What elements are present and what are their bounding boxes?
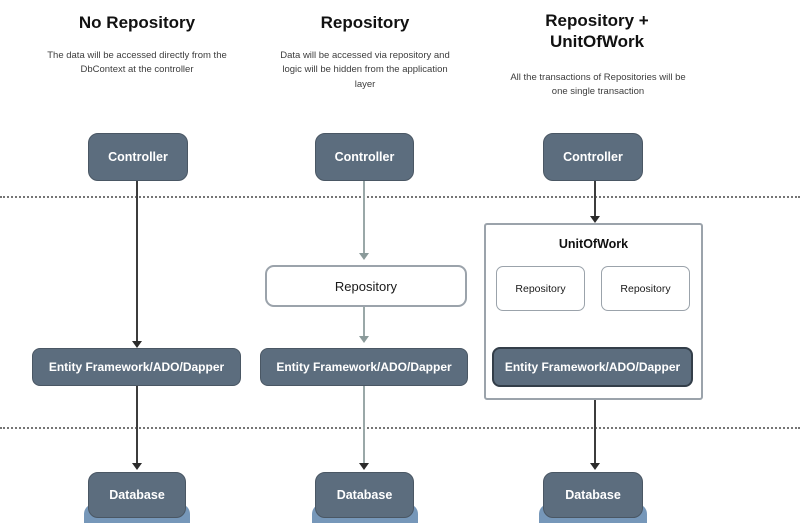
unitofwork-repository-left-node: Repository — [496, 266, 585, 311]
repository-dataaccess-to-database-arrow-line — [363, 386, 365, 463]
unitofwork-repository-right-node: Repository — [601, 266, 690, 311]
unitofwork-container-to-database-arrow-head — [590, 463, 600, 470]
unitofwork-database-node: Database — [543, 472, 643, 518]
unitofwork-controller-to-container-arrow-line — [594, 181, 596, 216]
repository-dataaccess-node: Entity Framework/ADO/Dapper — [260, 348, 468, 386]
repository-database-node: Database — [315, 472, 414, 518]
column-title-no-repository: No Repository — [78, 13, 196, 32]
repository-to-dataaccess-arrow-line — [363, 307, 365, 336]
unitofwork-controller-to-container-arrow-head — [590, 216, 600, 223]
unitofwork-dataaccess-node: Entity Framework/ADO/Dapper — [492, 347, 693, 387]
column-description-repository: Data will be accessed via repository and… — [280, 50, 450, 90]
repository-controller-to-repository-arrow-line — [363, 181, 365, 253]
column-title-repository-unitofwork: Repository + UnitOfWork — [545, 11, 649, 52]
no-repository-dataaccess-node: Entity Framework/ADO/Dapper — [32, 348, 241, 386]
column-description-no-repository: The data will be accessed directly from … — [47, 50, 227, 76]
no-repository-controller-to-dataaccess-arrow-head — [132, 341, 142, 348]
column-description-repository-unitofwork: All the transactions of Repositories wil… — [510, 72, 686, 98]
no-repository-dataaccess-to-database-arrow-head — [132, 463, 142, 470]
repository-to-dataaccess-arrow-head — [359, 336, 369, 343]
repository-controller-to-repository-arrow-head — [359, 253, 369, 260]
repository-node: Repository — [265, 265, 467, 307]
database-layer-divider — [0, 427, 800, 429]
repository-dataaccess-to-database-arrow-head — [359, 463, 369, 470]
no-repository-controller-to-dataaccess-arrow-line — [136, 181, 138, 341]
no-repository-controller-node: Controller — [88, 133, 188, 181]
controller-layer-divider — [0, 196, 800, 198]
unitofwork-container-title: UnitOfWork — [558, 237, 629, 251]
no-repository-database-node: Database — [88, 472, 186, 518]
column-title-repository: Repository — [320, 13, 410, 32]
no-repository-dataaccess-to-database-arrow-line — [136, 386, 138, 463]
unitofwork-container-to-database-arrow-line — [594, 400, 596, 463]
repository-controller-node: Controller — [315, 133, 414, 181]
unitofwork-controller-node: Controller — [543, 133, 643, 181]
